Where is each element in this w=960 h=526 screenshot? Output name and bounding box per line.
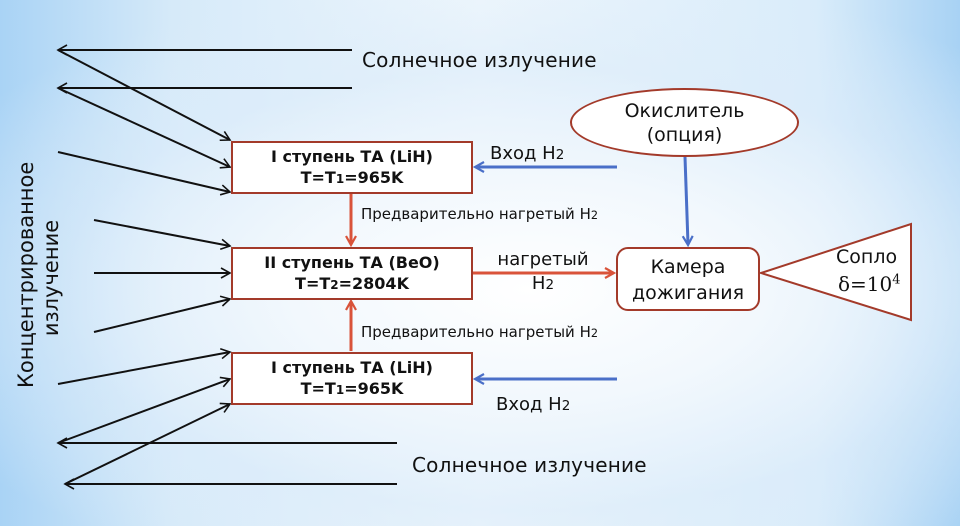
reflected-ray-top-1 bbox=[57, 49, 232, 142]
temp-value: =965K bbox=[344, 168, 404, 187]
temp-value: =2804K bbox=[338, 274, 409, 293]
temp-sub: 2 bbox=[330, 278, 339, 292]
concentrated-ray-1 bbox=[57, 151, 232, 196]
nozzle-label: Сопло bbox=[836, 246, 898, 268]
concentrated-label-line1: Концентрированное bbox=[14, 161, 38, 388]
preheated-top-sub: 2 bbox=[590, 209, 599, 222]
reflected-ray-bottom-1 bbox=[57, 376, 232, 444]
concentrated-rays bbox=[57, 151, 232, 385]
stage1-bottom-box: I ступень ТА (LiH) T=T1=965K bbox=[231, 352, 473, 405]
temp-prefix: T=T bbox=[300, 168, 336, 187]
chamber-title-line1: Камера bbox=[650, 256, 726, 278]
stage2-title: II ступень ТА (BeO) bbox=[264, 253, 440, 272]
oxidizer-option: (опция) bbox=[646, 124, 723, 146]
inlet-top-label: Вход Н2 bbox=[490, 143, 564, 164]
stage1-top-title: I ступень ТА (LiH) bbox=[271, 147, 433, 166]
heated-h-text: Н bbox=[531, 273, 546, 294]
concentrated-radiation-label: Концентрированное излучение bbox=[14, 161, 64, 388]
solar-radiation-label-top: Солнечное излучение bbox=[362, 48, 597, 72]
heated-flows bbox=[351, 194, 613, 351]
solar-rays-top bbox=[56, 44, 352, 169]
temp-sub: 1 bbox=[335, 383, 345, 397]
oxidizer-title: Окислитель bbox=[624, 100, 745, 122]
chamber-title-line2: дожигания bbox=[631, 282, 745, 304]
stage1-bottom-temperature: T=T1=965K bbox=[233, 378, 471, 401]
stage1-top-temperature: T=T1=965K bbox=[233, 167, 471, 190]
reflected-ray-bottom-2 bbox=[64, 402, 232, 485]
solar-radiation-label-bottom: Солнечное излучение bbox=[412, 453, 647, 477]
solar-rays-bottom bbox=[56, 376, 397, 490]
stage2-box: II ступень ТА (BeO) T=T2=2804K bbox=[231, 247, 473, 300]
nozzle-shape bbox=[757, 222, 912, 322]
stage2-temperature: T=T2=2804K bbox=[233, 273, 471, 296]
temp-sub: 1 bbox=[335, 172, 345, 186]
reflected-ray-top-2 bbox=[57, 87, 232, 169]
stage1-top-box: I ступень ТА (LiH) T=T1=965K bbox=[231, 141, 473, 194]
concentrated-ray-4 bbox=[93, 295, 232, 333]
concentrated-label-line2: излучение bbox=[39, 219, 63, 337]
inlet-top-text: Вход Н bbox=[490, 143, 556, 164]
nozzle-ratio-formula: δ=104 bbox=[838, 272, 901, 296]
afterburner-chamber-node: Камера дожигания bbox=[616, 247, 760, 311]
inlet-bottom-sub: 2 bbox=[561, 398, 571, 414]
temp-prefix: T=T bbox=[295, 274, 331, 293]
formula-exponent: 4 bbox=[892, 272, 901, 288]
heated-sub: 2 bbox=[545, 277, 555, 293]
inlet-bottom-label: Вход Н2 bbox=[496, 394, 570, 415]
preheated-bottom-text: Предварительно нагретый Н bbox=[361, 323, 591, 341]
stage1-bottom-title: I ступень ТА (LiH) bbox=[271, 358, 433, 377]
concentrated-ray-2 bbox=[93, 219, 232, 250]
preheated-top-text: Предварительно нагретый Н bbox=[361, 205, 591, 223]
preheated-label-bottom: Предварительно нагретый Н2 bbox=[361, 323, 598, 341]
temp-value: =965K bbox=[344, 379, 404, 398]
heated-line1: нагретый bbox=[497, 249, 589, 270]
oxidizer-node: Окислитель (опция) bbox=[570, 88, 799, 157]
heated-line2: Н2 bbox=[491, 272, 595, 297]
oxidizer-flow-arrow bbox=[685, 156, 688, 244]
heated-h2-label: нагретый Н2 bbox=[491, 248, 595, 297]
inlet-bottom-text: Вход Н bbox=[496, 394, 562, 415]
inlet-top-sub: 2 bbox=[555, 147, 565, 163]
preheated-bottom-sub: 2 bbox=[590, 327, 599, 340]
inlet-flows bbox=[476, 156, 688, 379]
preheated-label-top: Предварительно нагретый Н2 bbox=[361, 205, 598, 223]
formula-base: δ=10 bbox=[838, 272, 893, 296]
concentrated-ray-5 bbox=[57, 347, 232, 385]
temp-prefix: T=T bbox=[300, 379, 336, 398]
